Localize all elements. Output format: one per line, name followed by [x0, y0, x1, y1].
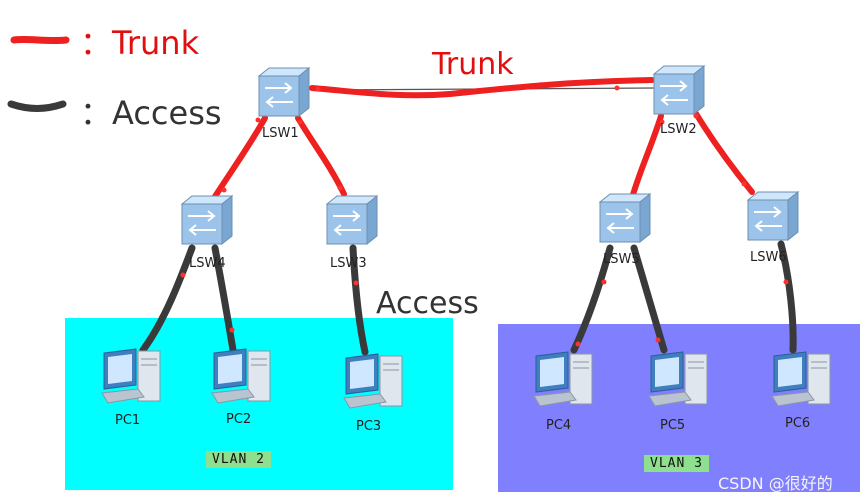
switch-label: LSW3	[330, 256, 367, 271]
watermark: CSDN @很好的	[718, 474, 833, 493]
access-lsw5-pc4	[570, 244, 614, 354]
trunk-lsw2-lsw5	[629, 113, 664, 201]
switch-icon	[257, 66, 311, 118]
pc-icon	[771, 351, 831, 407]
trunk-lsw1-lsw2	[309, 77, 655, 99]
trunk-lsw1-lsw3	[295, 115, 347, 197]
switch-label: LSW6	[750, 250, 787, 265]
pc2[interactable]	[208, 345, 274, 407]
pc-label: PC4	[546, 418, 572, 433]
access-lsw4-pc1	[139, 244, 196, 354]
switch-label: LSW2	[660, 122, 697, 137]
switch-label: LSW4	[189, 256, 226, 271]
legend-access-line	[7, 100, 67, 112]
switch-lsw4[interactable]	[178, 194, 234, 248]
vlan2-badge: VLAN 2	[206, 451, 271, 468]
access-lsw3-pc3	[349, 244, 369, 356]
trunk-lsw1-lsw4	[211, 115, 268, 201]
vlan3-badge: VLAN 3	[644, 455, 709, 472]
legend-access-label: ：Access	[80, 94, 222, 132]
pc-label: PC1	[115, 413, 141, 428]
legend-trunk-line	[10, 35, 70, 45]
pc-label: PC5	[660, 418, 686, 433]
pc-label: PC2	[226, 412, 252, 427]
pc3[interactable]	[340, 350, 406, 412]
legend-trunk-label: ：Trunk	[80, 24, 200, 62]
pc-icon	[648, 351, 708, 407]
pc-icon	[343, 353, 403, 409]
switch-lsw5[interactable]	[596, 192, 652, 246]
switch-icon	[746, 190, 800, 242]
switch-icon	[325, 194, 379, 246]
pc-icon	[211, 348, 271, 404]
switch-icon	[598, 192, 652, 244]
port-dots	[180, 85, 789, 347]
access-lsw5-pc5	[630, 244, 668, 354]
switch-lsw2[interactable]	[650, 64, 706, 118]
pc-label: PC6	[785, 416, 811, 431]
pc5[interactable]	[645, 348, 711, 410]
access-lsw6-pc6	[777, 240, 797, 354]
pc4[interactable]	[530, 348, 596, 410]
access-lsw4-pc2	[211, 244, 237, 354]
switch-label: LSW1	[262, 126, 299, 141]
pc-label: PC3	[356, 419, 382, 434]
pc-icon	[533, 351, 593, 407]
pc6[interactable]	[768, 348, 834, 410]
switch-label: LSW5	[603, 252, 640, 267]
switch-icon	[652, 64, 706, 116]
pc1[interactable]	[98, 345, 164, 407]
pc-icon	[101, 348, 161, 404]
switch-lsw3[interactable]	[323, 194, 379, 248]
trunk-annotation: Trunk	[432, 47, 514, 82]
access-annotation: Access	[376, 286, 479, 321]
switch-lsw1[interactable]	[255, 66, 311, 120]
switch-icon	[180, 194, 234, 246]
switch-lsw6[interactable]	[744, 190, 800, 244]
trunk-lsw2-lsw6	[692, 109, 755, 195]
